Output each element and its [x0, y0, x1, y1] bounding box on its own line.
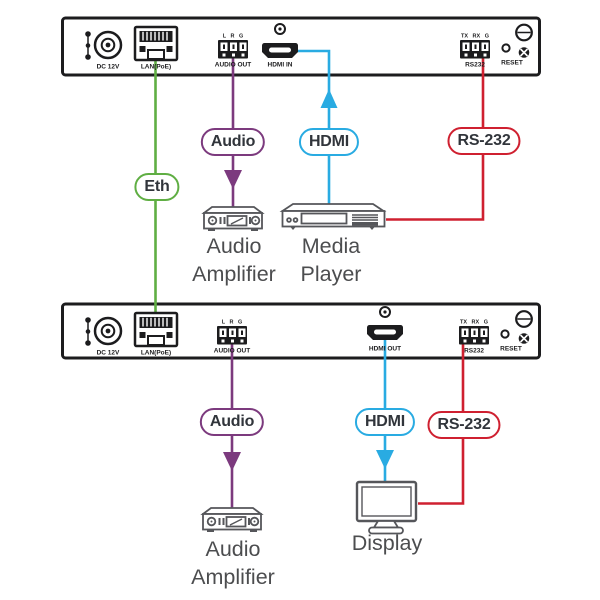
- audio-out-label: AUDIO OUT: [214, 348, 251, 355]
- panel-screw-large: [515, 23, 533, 42]
- rs232-line-bottom: [418, 340, 465, 505]
- rs232-terminal: TX RX G RS232: [459, 320, 489, 355]
- power-led-icon: [85, 317, 91, 346]
- decoder-panel: [61, 302, 541, 360]
- reset-label: RESET: [500, 346, 522, 353]
- caption-line: Player: [300, 261, 362, 286]
- media-player-label: Media Player: [301, 233, 362, 289]
- lan-label: LAN(PoE): [141, 350, 171, 357]
- rs232-pill-bottom: RS-232: [427, 411, 501, 439]
- decoder-connectors: DC 12V LAN(PoE) L R G: [85, 306, 533, 357]
- eth-pill: Eth: [134, 173, 180, 201]
- display-label: Display: [351, 531, 423, 555]
- caption-line: Audio: [206, 234, 262, 258]
- lan-label: LAN(PoE): [141, 64, 171, 71]
- display-icon: [355, 480, 418, 535]
- audio-pill-top: Audio: [200, 128, 266, 156]
- encoder-panel: [61, 16, 541, 77]
- caption-line: Amplifier: [191, 564, 275, 589]
- audio-pill-bottom: Audio: [199, 408, 265, 436]
- reset-button: RESET: [500, 329, 522, 353]
- rs232-terminal: TX RX G RS232: [460, 34, 490, 69]
- reset-button: RESET: [501, 43, 523, 67]
- audio-amplifier-icon-bottom: [200, 507, 264, 532]
- audio-amplifier-icon-top: [201, 206, 265, 231]
- hdmi-pill-bottom: HDMI: [354, 408, 416, 436]
- hdmi-pill-top: HDMI: [298, 128, 360, 156]
- rs232-label: RS232: [465, 62, 485, 69]
- panel-screw-small: [518, 47, 530, 58]
- hdmi-arrow-down: [376, 450, 394, 469]
- caption-line: Audio: [205, 537, 261, 561]
- audio-pin-labels: L R G: [222, 320, 243, 326]
- hdmi-in-label: HDMI IN: [268, 62, 293, 69]
- dc-label: DC 12V: [97, 64, 120, 71]
- audio-amplifier-label-top: Audio Amplifier: [192, 233, 276, 289]
- audio-out-terminal: L R G AUDIO OUT: [214, 320, 251, 355]
- caption-line: Amplifier: [192, 261, 276, 286]
- encoder-connectors: DC 12V LAN(PoE) L R G: [85, 23, 533, 71]
- panel-screw-large: [515, 310, 533, 328]
- rs232-line-top: [386, 48, 485, 221]
- audio-out-terminal: L R G AUDIO OUT: [215, 34, 252, 69]
- audio-arrow-down-bottom: [223, 452, 241, 471]
- hdmi-out-label: HDMI OUT: [369, 346, 401, 353]
- connection-lines: [154, 46, 485, 512]
- dc-label: DC 12V: [97, 350, 120, 357]
- rs232-pin-labels: TX RX G: [460, 320, 488, 326]
- hdmi-in-port: HDMI IN: [262, 23, 298, 69]
- lan-poe-port: LAN(PoE): [133, 25, 179, 71]
- audio-out-label: AUDIO OUT: [215, 62, 252, 69]
- reset-label: RESET: [501, 60, 523, 67]
- hdmi-arrow-up: [320, 89, 338, 108]
- dc-power-connector: DC 12V: [93, 30, 123, 71]
- power-led-icon: [85, 31, 91, 60]
- dc-power-connector: DC 12V: [93, 316, 123, 357]
- caption-line: Media: [301, 234, 361, 258]
- panel-screw-small: [518, 333, 530, 344]
- rs232-pin-labels: TX RX G: [461, 34, 489, 40]
- audio-pin-labels: L R G: [223, 34, 244, 40]
- media-player-icon: [279, 203, 387, 230]
- audio-amplifier-label-bottom: Audio Amplifier: [191, 536, 275, 592]
- hdmi-out-port: HDMI OUT: [367, 306, 403, 353]
- audio-arrow-down-top: [224, 170, 242, 189]
- lan-poe-port: LAN(PoE): [133, 311, 179, 357]
- rs232-label: RS232: [464, 348, 484, 355]
- rs232-pill-top: RS-232: [447, 127, 521, 155]
